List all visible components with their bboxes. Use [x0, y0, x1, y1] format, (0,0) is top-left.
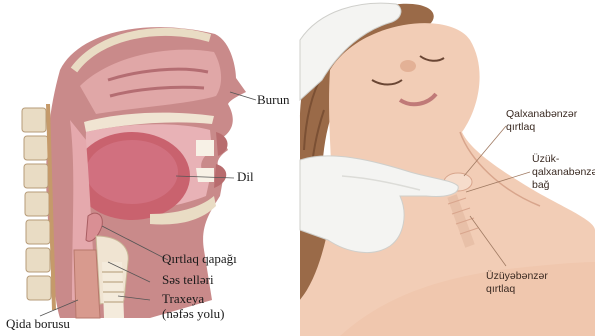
esophagus [74, 250, 100, 318]
label-thyroid-cartilage-2: qırtlaq [506, 121, 535, 133]
label-nose: Burun [257, 93, 290, 108]
trachea [102, 262, 124, 318]
label-tongue: Dil [237, 170, 254, 185]
sagittal-section [22, 27, 256, 318]
upper-teeth [196, 140, 214, 156]
label-cricothyroid-3: bağ [532, 179, 550, 191]
nose [400, 60, 416, 72]
label-vocal-cords: Səs telləri [162, 273, 214, 288]
label-epiglottis: Qırtlaq qapağı [162, 252, 237, 267]
label-cricoid-2: qırtlaq [486, 283, 515, 295]
label-esophagus: Qida borusu [6, 317, 70, 332]
label-cricothyroid: Üzük- [532, 153, 559, 165]
label-thyroid-cartilage: Qalxanabənzər [506, 108, 577, 120]
cervical-spine [22, 108, 51, 300]
label-trachea-sub: (nəfəs yolu) [162, 307, 224, 322]
label-cricoid: Üzüyəbənzər [486, 270, 548, 282]
lower-teeth [196, 168, 214, 182]
label-cricothyroid-2: qalxanabənzə [532, 166, 595, 178]
label-trachea: Traxeya [162, 292, 204, 307]
